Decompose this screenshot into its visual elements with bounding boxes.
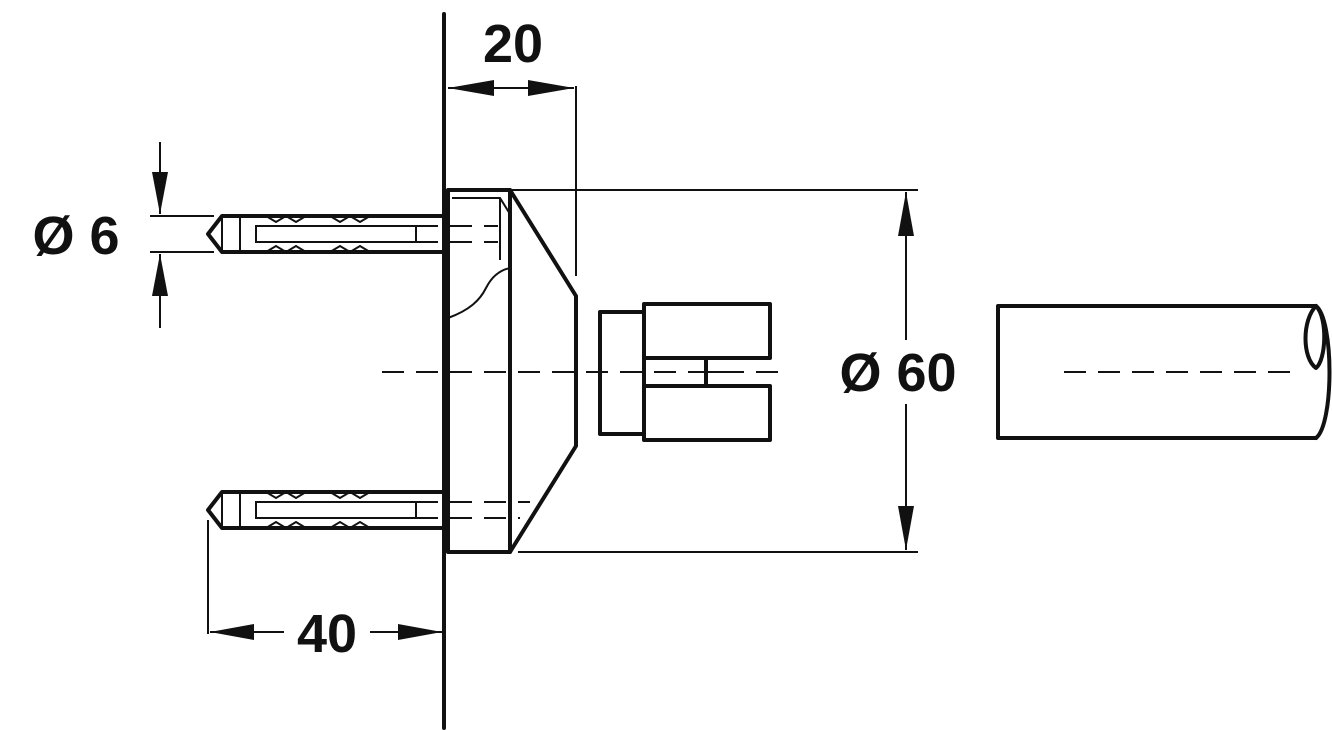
rosette-flange: [446, 188, 578, 554]
dimension-plug-diameter: Ø 6: [32, 142, 214, 328]
screw-length-label: 40: [297, 604, 357, 664]
connector-insert: [598, 302, 772, 442]
upper-wall-plug: [206, 214, 498, 254]
dimension-screw-length: 40: [207, 520, 442, 664]
plug-diameter-label: Ø 6: [32, 206, 119, 266]
dimension-depth: 20: [448, 14, 577, 276]
depth-label: 20: [483, 14, 543, 74]
dimension-tube-diameter: Ø 60: [512, 189, 974, 553]
lower-wall-plug: [206, 490, 530, 530]
tube: [996, 304, 1332, 440]
tube-diameter-label: Ø 60: [839, 343, 956, 403]
